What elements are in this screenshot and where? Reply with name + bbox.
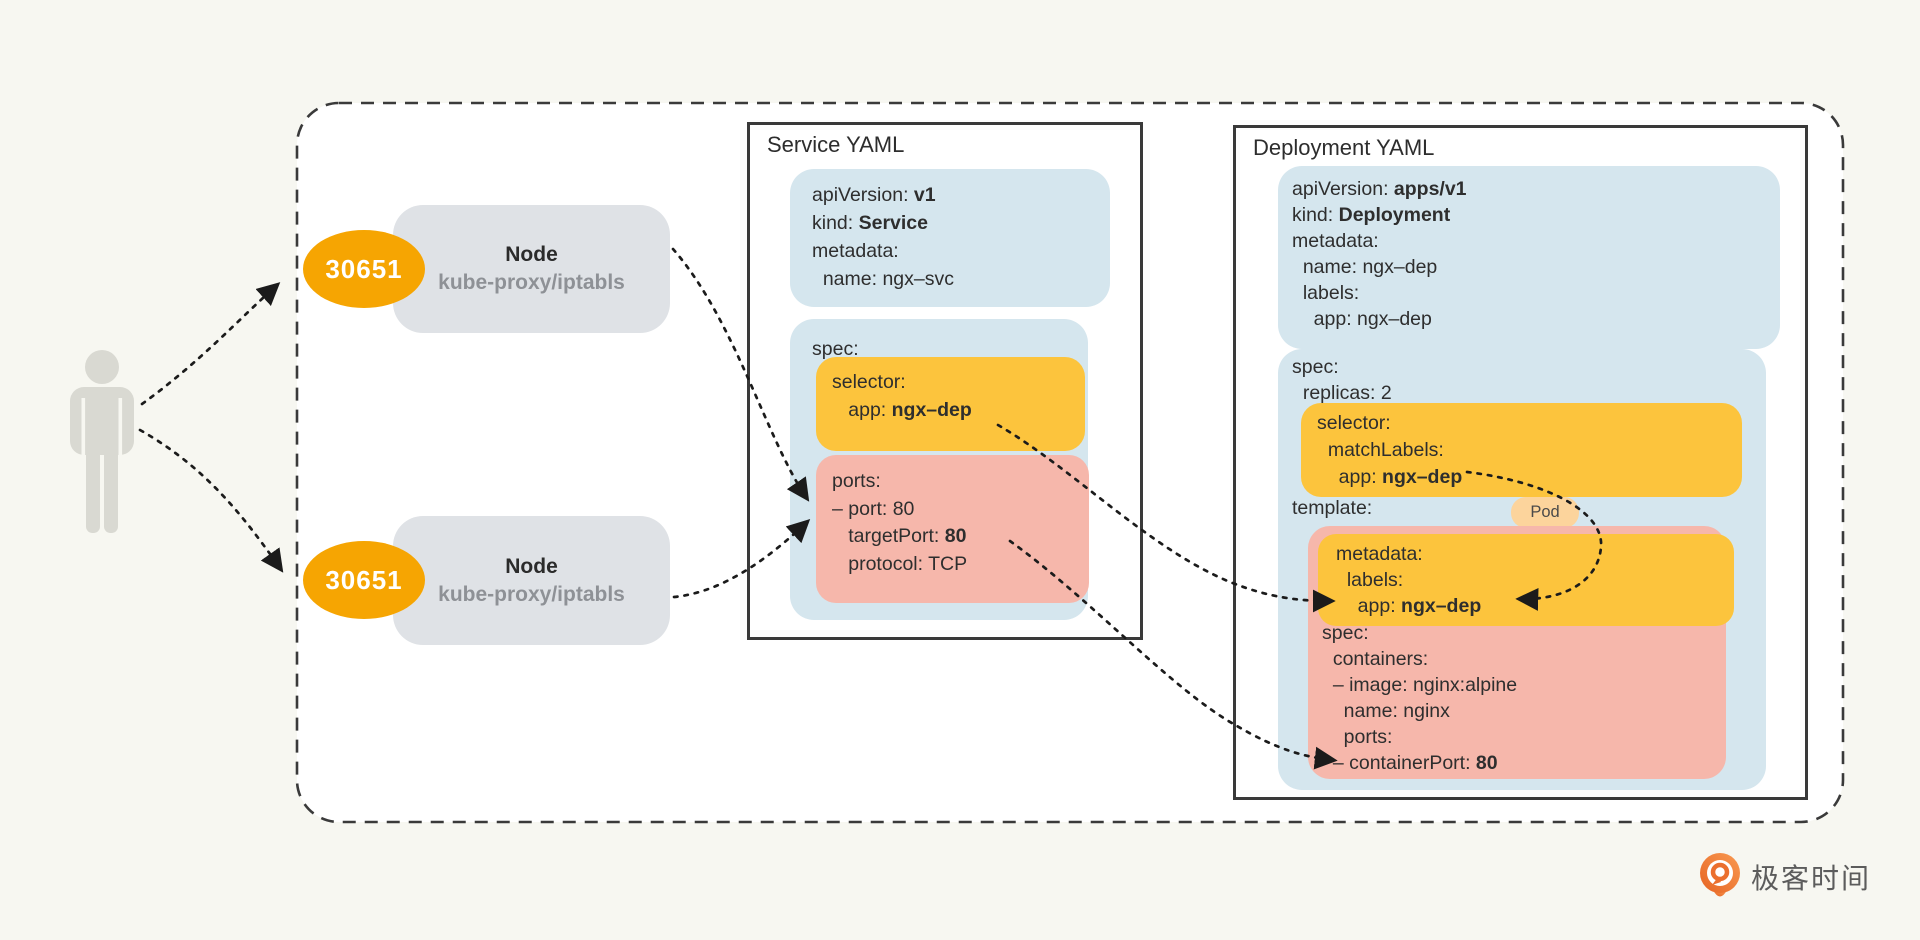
deployment-selector-box: selector: matchLabels: app: ngx–dep bbox=[1301, 403, 1742, 497]
user-icon bbox=[70, 350, 134, 533]
yaml-line: template: bbox=[1292, 497, 1373, 519]
service-metadata-box: apiVersion: v1 kind: Service metadata: nam… bbox=[790, 169, 1110, 307]
yaml-line: replicas: 2 bbox=[1292, 382, 1392, 404]
deployment-spec-box: spec: replicas: 2 selector: matchLabels:… bbox=[1278, 349, 1766, 790]
yaml-line: kind: Deployment bbox=[1292, 204, 1451, 226]
yaml-line: spec: bbox=[1292, 356, 1339, 378]
yaml-line: labels: bbox=[1292, 282, 1360, 304]
yaml-line: targetPort: 80 bbox=[832, 525, 967, 547]
geektime-logo-text: 极客时间 bbox=[1751, 863, 1872, 894]
yaml-line: app: ngx–dep bbox=[1292, 308, 1432, 330]
node-subtitle: kube-proxy/iptabls bbox=[438, 582, 625, 606]
yaml-line: matchLabels: bbox=[1317, 439, 1444, 461]
yaml-line: apiVersion: apps/v1 bbox=[1292, 178, 1467, 200]
geektime-logo-icon bbox=[1700, 853, 1740, 897]
service-spec-label: spec: bbox=[812, 336, 859, 363]
yaml-line: containers: bbox=[1322, 648, 1429, 670]
yaml-line: metadata: bbox=[1336, 543, 1423, 565]
yaml-line: apiVersion: v1 bbox=[812, 184, 936, 206]
pod-metadata-box: metadata: labels: app: ngx–dep bbox=[1318, 534, 1734, 626]
service-yaml-title: Service YAML bbox=[767, 132, 905, 157]
nodeport-number: 30651 bbox=[325, 564, 403, 595]
deployment-yaml-panel: Deployment YAML apiVersion: apps/v1 kind:… bbox=[1233, 125, 1808, 800]
deployment-yaml-title: Deployment YAML bbox=[1253, 135, 1435, 160]
yaml-line: name: ngx–svc bbox=[812, 268, 954, 290]
node-box: Node kube-proxy/iptabls bbox=[393, 205, 670, 333]
yaml-line: – containerPort: 80 bbox=[1322, 752, 1498, 774]
deployment-metadata-box: apiVersion: apps/v1 kind: Deployment metad… bbox=[1278, 166, 1780, 349]
yaml-line: labels: bbox=[1336, 569, 1404, 591]
yaml-line: app: ngx–dep bbox=[832, 398, 972, 421]
yaml-line: – image: nginx:alpine bbox=[1322, 674, 1518, 696]
yaml-line: spec: bbox=[1322, 622, 1369, 644]
yaml-line: selector: bbox=[1317, 412, 1391, 434]
service-yaml-panel: Service YAML apiVersion: v1 kind: Service… bbox=[747, 122, 1143, 640]
yaml-line: spec: bbox=[812, 338, 859, 360]
deployment-template-label: template: bbox=[1292, 495, 1372, 522]
geektime-logo: 极客时间 bbox=[1697, 851, 1871, 903]
node-title: Node bbox=[505, 554, 558, 578]
nodeport-number: 30651 bbox=[325, 253, 403, 284]
pod-tag: Pod bbox=[1511, 497, 1579, 528]
yaml-line: kind: Service bbox=[812, 212, 929, 234]
service-ports-box: ports: – port: 80 targetPort: 80 protocol… bbox=[816, 455, 1089, 603]
yaml-line: name: ngx–dep bbox=[1292, 256, 1438, 278]
yaml-line: name: nginx bbox=[1322, 700, 1450, 722]
deployment-spec-head: spec: replicas: 2 bbox=[1292, 354, 1392, 406]
yaml-line: ports: bbox=[832, 470, 881, 492]
yaml-line: metadata: bbox=[1292, 230, 1379, 252]
nodeport-badge: 30651 bbox=[303, 541, 425, 619]
yaml-line: metadata: bbox=[812, 240, 899, 262]
yaml-line: app: ngx–dep bbox=[1317, 466, 1463, 488]
yaml-line: – port: 80 bbox=[832, 497, 915, 520]
yaml-line: protocol: TCP bbox=[832, 552, 968, 575]
yaml-line: ports: bbox=[1322, 726, 1393, 748]
node-title: Node bbox=[505, 243, 558, 266]
service-spec-box: spec: selector: app: ngx–dep ports: – por… bbox=[790, 319, 1089, 620]
nodeport-badge: 30651 bbox=[303, 230, 425, 308]
node-subtitle: kube-proxy/iptabls bbox=[438, 271, 625, 294]
node-box: Node kube-proxy/iptabls bbox=[393, 516, 670, 645]
pod-spec-lines: spec: containers: – image: nginx:alpine … bbox=[1322, 620, 1517, 776]
service-selector-box: selector: app: ngx–dep bbox=[816, 357, 1085, 451]
yaml-line: app: ngx–dep bbox=[1336, 595, 1482, 617]
pod-template-box: metadata: labels: app: ngx–dep spec: con… bbox=[1308, 526, 1734, 779]
yaml-line: selector: bbox=[832, 371, 906, 393]
